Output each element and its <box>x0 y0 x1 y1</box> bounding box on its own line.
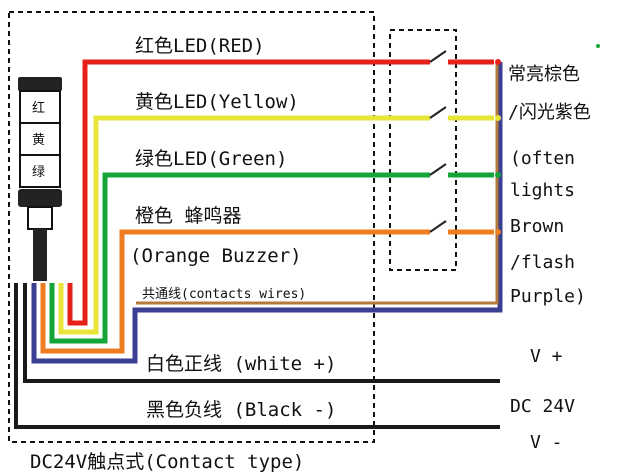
tower-green-segment <box>19 154 61 188</box>
white-wire <box>23 283 500 383</box>
v-plus-label: V + <box>530 346 563 367</box>
right-label-line-6: /flash <box>510 252 575 273</box>
tower-pole <box>33 229 47 281</box>
right-label-line-7: Purple) <box>510 286 586 307</box>
right-label-line-1: 常亮棕色 <box>508 64 580 85</box>
tower-light: 红 黄 绿 <box>18 77 62 281</box>
yellow-wire-label: 黄色LED(Yellow) <box>135 91 299 113</box>
red-junction <box>495 59 501 65</box>
green-wire-label: 绿色LED(Green) <box>135 148 287 170</box>
tower-mid-char: 黄 <box>32 133 45 148</box>
orange-wire <box>40 229 494 354</box>
green-junction <box>495 172 501 178</box>
diagram-caption: DC24V触点式(Contact type) <box>30 451 304 473</box>
brown-wire <box>136 62 499 305</box>
right-label-line-3: (often <box>510 148 575 169</box>
red-wire <box>67 59 494 326</box>
v-minus-label: V - <box>530 432 563 453</box>
yellow-junction <box>495 115 501 121</box>
dc-24v-label: DC 24V <box>510 396 575 417</box>
white-wire-label: 白色正线 (white +) <box>146 353 336 375</box>
red-wire-label: 红色LED(RED) <box>135 35 265 57</box>
device-dashed-box <box>8 11 375 443</box>
tower-base <box>18 189 62 207</box>
red-switch <box>429 50 447 63</box>
green-wire <box>49 172 494 344</box>
orange-wire-label-en: (Orange Buzzer) <box>130 245 302 267</box>
green-switch <box>429 163 447 176</box>
right-label-line-5: Brown <box>510 216 564 237</box>
black-wire <box>14 283 500 429</box>
orange-wire-label-cn: 橙色 蜂鸣器 <box>135 205 241 227</box>
black-wire-label: 黑色负线 (Black -) <box>146 399 336 421</box>
tower-cap <box>18 77 62 91</box>
orange-switch <box>429 220 447 233</box>
yellow-switch <box>429 106 447 119</box>
tower-top-char: 红 <box>32 100 45 116</box>
right-label-line-4: lights <box>510 180 575 201</box>
orange-junction <box>495 229 501 235</box>
green-dot-mark <box>596 44 600 48</box>
purple-wire <box>31 62 503 364</box>
yellow-wire <box>58 115 494 335</box>
right-label-line-2: /闪光紫色 <box>508 102 591 123</box>
tower-bot-char: 绿 <box>32 165 45 180</box>
common-wire-label: 共通线(contacts wires) <box>142 287 306 302</box>
tower-neck <box>27 206 53 230</box>
